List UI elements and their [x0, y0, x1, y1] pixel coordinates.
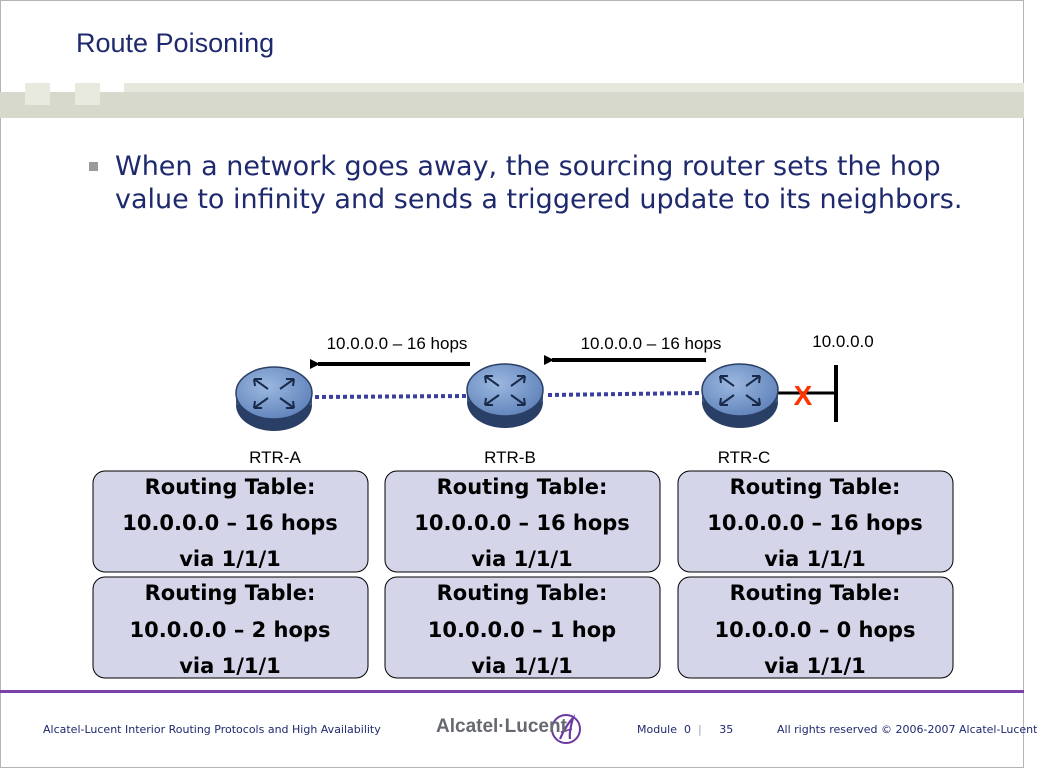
footer-module-number: 0 — [684, 723, 691, 736]
footer-module: Module 0 | 35 — [637, 723, 734, 736]
routing-table-title: Routing Table: — [437, 581, 608, 605]
routing-table-via: via 1/1/1 — [471, 547, 573, 571]
footer-brand: Alcatel·Lucent — [436, 716, 567, 737]
footer-module-label: Module — [637, 723, 677, 736]
routing-table-route: 10.0.0.0 – 1 hop — [428, 618, 616, 642]
routing-table-lower: Routing Table: 10.0.0.0 – 0 hops via 1/1… — [677, 576, 954, 679]
footer-divider — [0, 690, 1024, 693]
routing-table-route: 10.0.0.0 – 16 hops — [414, 511, 630, 535]
network-label: 10.0.0.0 — [812, 332, 873, 351]
footer-copyright: All rights reserved © 2006-2007 Alcatel-… — [777, 723, 1037, 736]
header-square — [75, 83, 100, 105]
router-icon — [701, 363, 779, 428]
update-label: 10.0.0.0 – 16 hops — [327, 334, 468, 353]
routing-table-upper: Routing Table: 10.0.0.0 – 16 hops via 1/… — [677, 470, 954, 573]
router-label: RTR-A — [249, 448, 301, 467]
bullet-text: When a network goes away, the sourcing r… — [115, 151, 963, 215]
routing-table-title: Routing Table: — [145, 581, 316, 605]
footer-page-number: 35 — [719, 723, 734, 736]
routing-table-lower: Routing Table: 10.0.0.0 – 1 hop via 1/1/… — [384, 576, 661, 679]
router-icon — [235, 366, 313, 431]
routing-table-lower: Routing Table: 10.0.0.0 – 2 hops via 1/1… — [92, 576, 369, 679]
router-label: RTR-B — [484, 448, 536, 467]
routing-table-route: 10.0.0.0 – 2 hops — [130, 618, 331, 642]
link-a-b — [314, 394, 467, 399]
routing-table-route: 10.0.0.0 – 16 hops — [122, 511, 338, 535]
routing-table-via: via 1/1/1 — [179, 547, 281, 571]
link-b-c — [547, 391, 701, 397]
routing-table-title: Routing Table: — [730, 475, 901, 499]
routing-table-upper: Routing Table: 10.0.0.0 – 16 hops via 1/… — [384, 470, 661, 573]
routing-table-route: 10.0.0.0 – 0 hops — [715, 618, 916, 642]
router-icon — [466, 363, 544, 428]
routing-table-via: via 1/1/1 — [471, 654, 573, 678]
routing-table-via: via 1/1/1 — [764, 547, 866, 571]
alcatel-lucent-logo-icon — [551, 714, 581, 744]
failure-mark: X — [794, 380, 813, 411]
routing-table-title: Routing Table: — [437, 475, 608, 499]
header-band — [0, 92, 1024, 118]
routing-table-title: Routing Table: — [730, 581, 901, 605]
bullet-icon — [89, 162, 98, 171]
routing-table-via: via 1/1/1 — [764, 654, 866, 678]
footer-course: Alcatel-Lucent Interior Routing Protocol… — [43, 723, 381, 736]
routing-table-title: Routing Table: — [145, 475, 316, 499]
slide-title: Route Poisoning — [76, 28, 275, 58]
routing-table-via: via 1/1/1 — [179, 654, 281, 678]
header-band-top — [124, 83, 1024, 92]
routing-table-route: 10.0.0.0 – 16 hops — [707, 511, 923, 535]
routing-table-upper: Routing Table: 10.0.0.0 – 16 hops via 1/… — [92, 470, 369, 573]
header-square — [25, 83, 50, 105]
update-label: 10.0.0.0 – 16 hops — [581, 334, 722, 353]
router-label: RTR-C — [718, 448, 771, 467]
